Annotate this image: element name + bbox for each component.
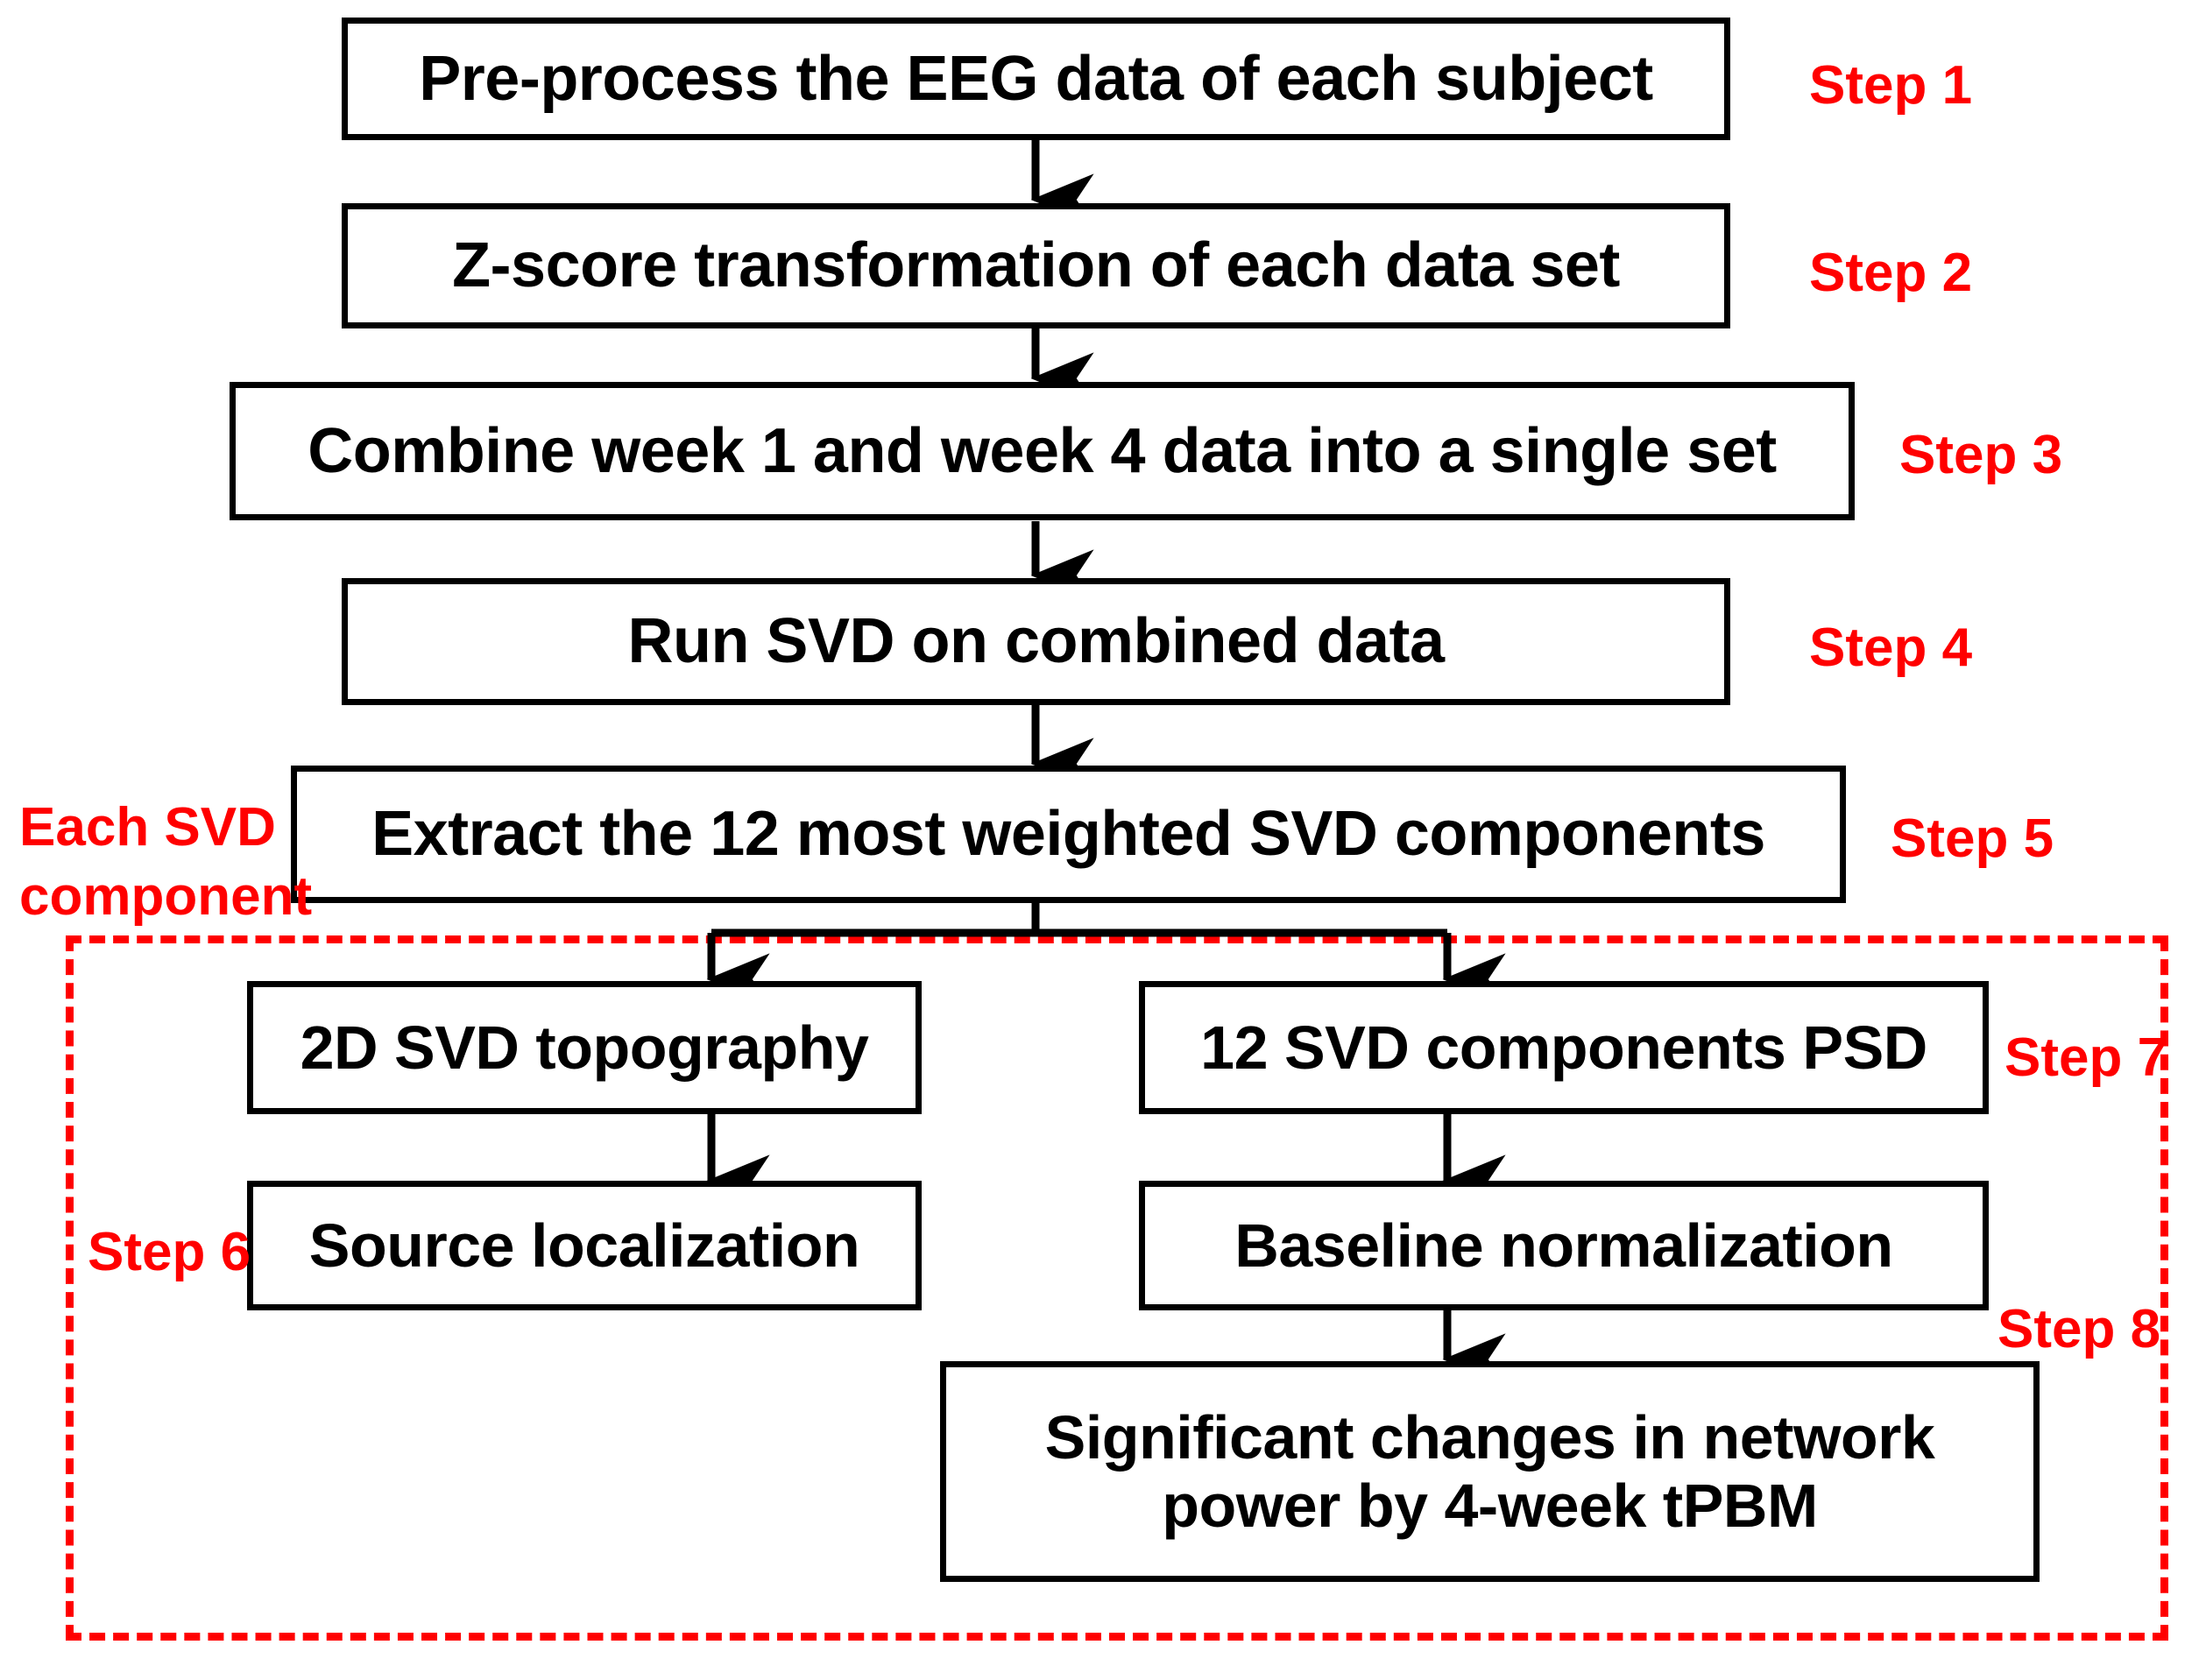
node-label: Baseline normalization <box>1234 1211 1893 1280</box>
node-significant-changes[interactable]: Significant changes in network power by … <box>940 1361 2040 1582</box>
node-zscore-transformation[interactable]: Z-score transformation of each data set <box>342 203 1730 328</box>
node-label: Combine week 1 and week 4 data into a si… <box>308 415 1777 486</box>
step-label-3: Step 3 <box>1899 425 2063 485</box>
node-label: Extract the 12 most weighted SVD compone… <box>371 799 1765 870</box>
step-label-1: Step 1 <box>1809 55 1973 116</box>
svd-component-group-border <box>66 935 2168 1641</box>
node-baseline-normalization[interactable]: Baseline normalization <box>1139 1181 1989 1310</box>
node-label: Source localization <box>308 1211 860 1280</box>
node-label: 12 SVD components PSD <box>1200 1013 1927 1082</box>
step-label-8: Step 8 <box>1997 1299 2161 1359</box>
step-label-2: Step 2 <box>1809 243 1973 303</box>
node-label: Run SVD on combined data <box>627 606 1445 677</box>
node-combine-weeks[interactable]: Combine week 1 and week 4 data into a si… <box>230 382 1855 520</box>
node-preprocess-eeg[interactable]: Pre-process the EEG data of each subject <box>342 18 1730 140</box>
step-label-5: Step 5 <box>1891 808 2054 869</box>
node-2d-svd-topography[interactable]: 2D SVD topography <box>247 981 922 1114</box>
step-label-4: Step 4 <box>1809 618 1973 678</box>
node-label: Pre-process the EEG data of each subject <box>419 43 1653 114</box>
node-extract-components[interactable]: Extract the 12 most weighted SVD compone… <box>291 766 1846 903</box>
node-run-svd[interactable]: Run SVD on combined data <box>342 578 1730 705</box>
node-source-localization[interactable]: Source localization <box>247 1181 922 1310</box>
node-12-svd-components-psd[interactable]: 12 SVD components PSD <box>1139 981 1989 1114</box>
step-label-6: Step 6 <box>88 1222 251 1282</box>
node-label: Z-score transformation of each data set <box>452 230 1620 301</box>
annotation-each-svd-component: Each SVD component <box>19 797 313 928</box>
step-label-7: Step 7 <box>2004 1027 2168 1088</box>
node-label: 2D SVD topography <box>300 1013 869 1082</box>
node-label: Significant changes in network power by … <box>1044 1402 1935 1540</box>
